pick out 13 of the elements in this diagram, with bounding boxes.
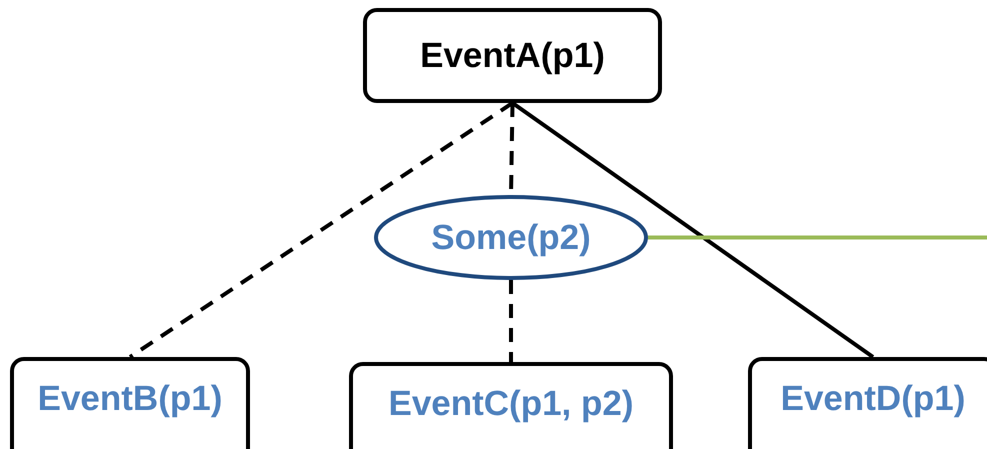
event-box	[363, 8, 662, 103]
event-label: EventD(p1)	[780, 379, 966, 419]
event-label: EventA(p1)	[420, 36, 605, 76]
connector-line	[509, 280, 513, 362]
event-label: EventB(p1)	[38, 379, 222, 419]
connector-line	[511, 101, 874, 359]
event-label: Some(p2)	[431, 218, 591, 258]
event-box	[748, 357, 987, 449]
event-label: EventC(p1, p2)	[388, 384, 634, 424]
quantifier-ellipse	[374, 195, 648, 280]
event-box	[349, 362, 673, 449]
line	[648, 236, 987, 240]
event-box	[10, 357, 250, 449]
